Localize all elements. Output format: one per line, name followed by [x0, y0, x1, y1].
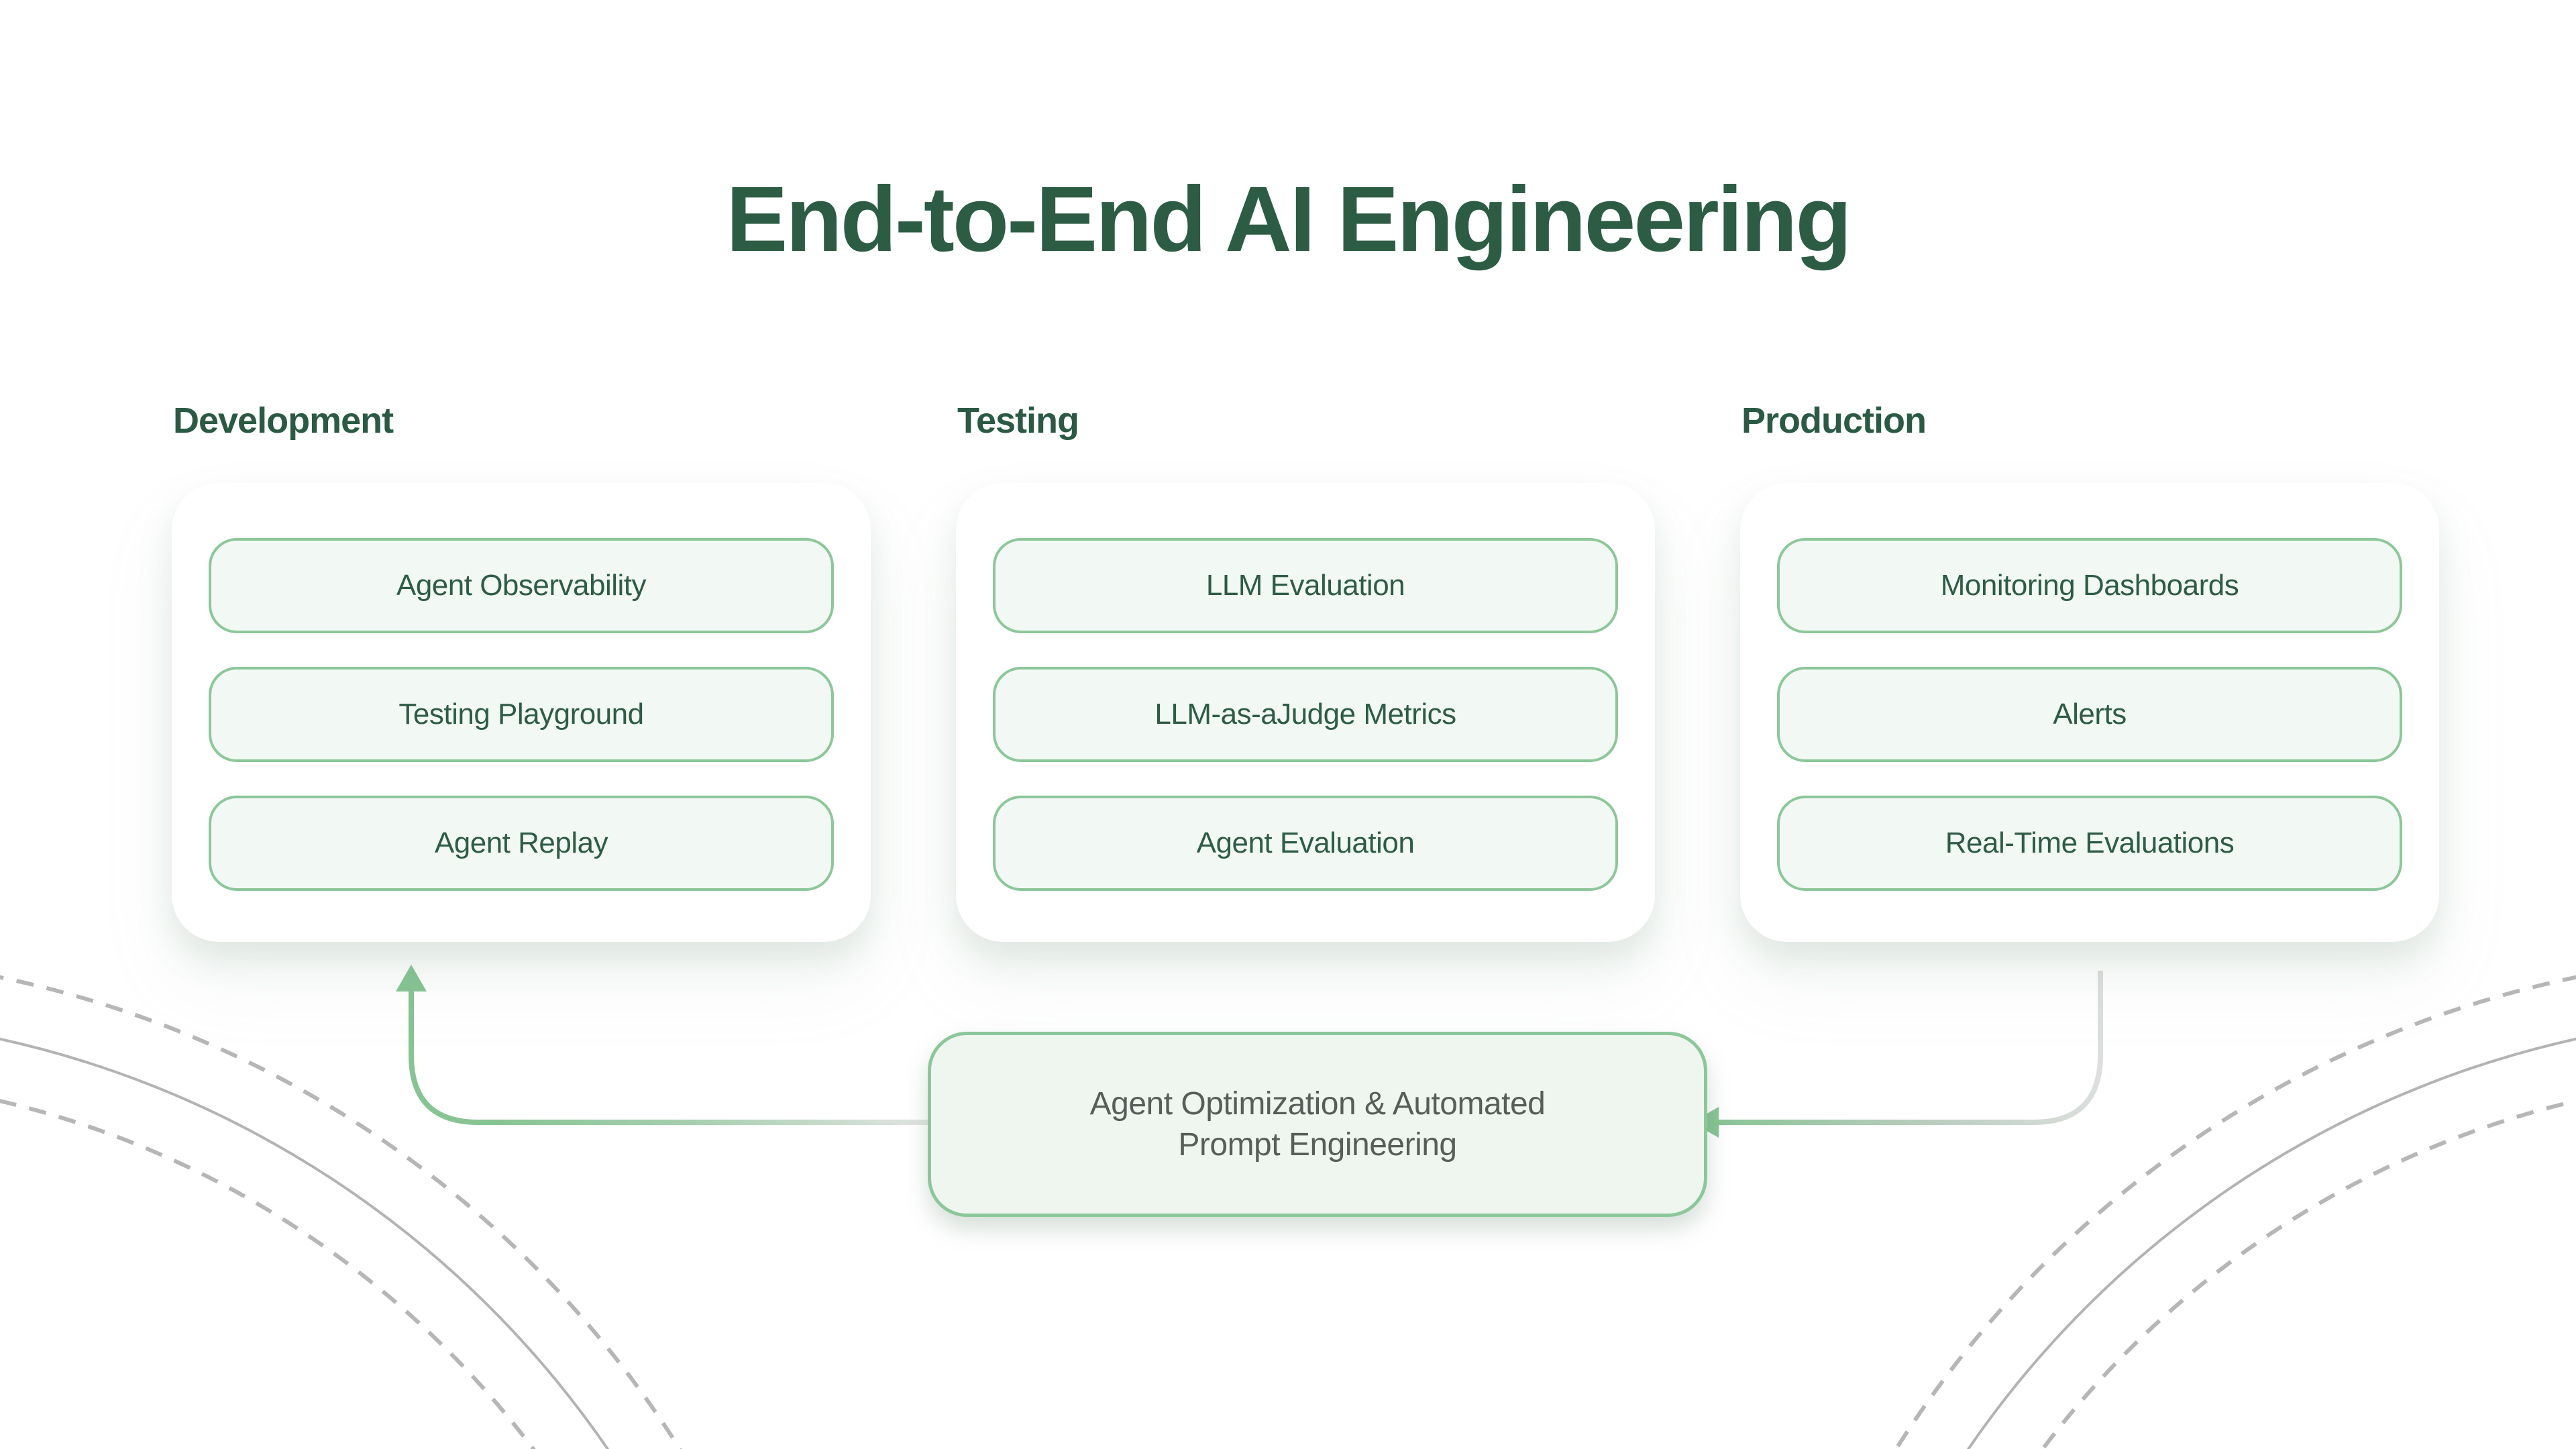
arc-right-middle-solid	[1967, 1037, 2576, 1449]
column-header-development: Development	[173, 400, 394, 441]
pill-agent-observability: Agent Observability	[209, 538, 834, 633]
pill-llm-evaluation: LLM Evaluation	[993, 538, 1618, 633]
connector-left-line	[409, 989, 929, 1125]
arrow-up-icon	[396, 965, 427, 991]
column-header-testing: Testing	[957, 400, 1079, 441]
column-header-production: Production	[1741, 400, 1927, 441]
connector-right-line	[1717, 971, 2103, 1125]
arc-left-inner-dashed	[0, 1099, 536, 1449]
arc-right-outer-dashed	[1894, 975, 2576, 1449]
pill-monitoring-dashboards: Monitoring Dashboards	[1777, 538, 2402, 633]
feedback-box-label: Agent Optimization & Automated Prompt En…	[1089, 1085, 1546, 1163]
pill-agent-replay: Agent Replay	[209, 796, 834, 891]
arc-left-outer-dashed	[0, 975, 682, 1449]
pill-real-time-evaluations: Real-Time Evaluations	[1777, 796, 2402, 891]
arc-left-middle-solid	[0, 1037, 609, 1449]
arc-right-inner-dashed	[2040, 1099, 2576, 1449]
pill-llm-as-ajudge-metrics: LLM-as-aJudge Metrics	[993, 667, 1618, 762]
pill-agent-evaluation: Agent Evaluation	[993, 796, 1618, 891]
pill-alerts: Alerts	[1777, 667, 2402, 762]
pill-testing-playground: Testing Playground	[209, 667, 834, 762]
feedback-box: Agent Optimization & Automated Prompt En…	[928, 1032, 1707, 1217]
page-title: End-to-End AI Engineering	[726, 168, 1851, 271]
